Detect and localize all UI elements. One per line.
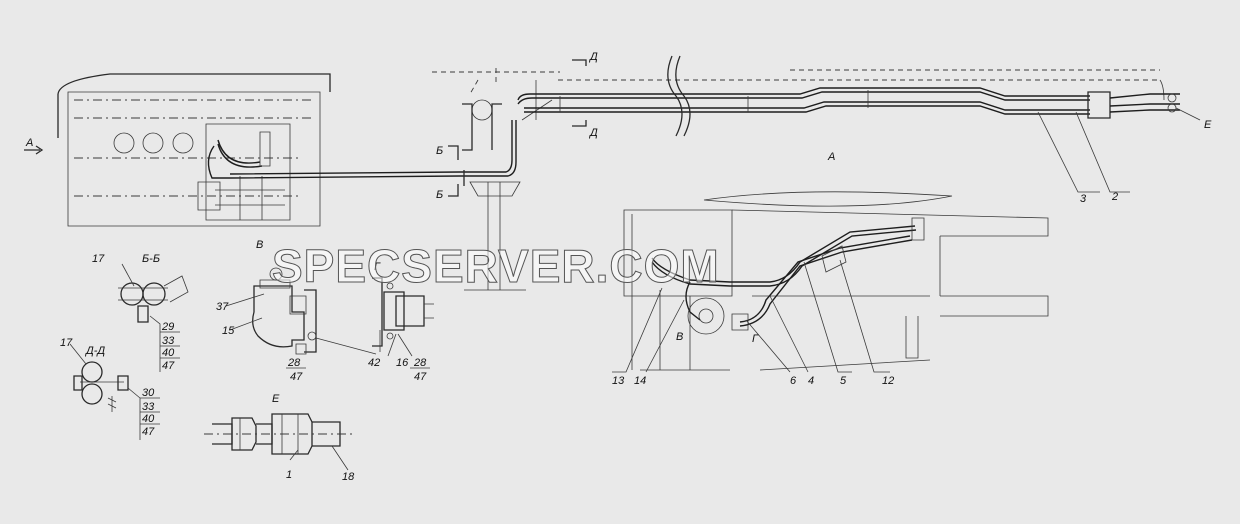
stack-g-2: 47 xyxy=(414,371,427,383)
section-dd-title: Д-Д xyxy=(84,345,105,357)
callout-28-v: 28 xyxy=(287,357,301,369)
section-dd-mark-top: Д xyxy=(588,51,598,63)
callout-1: 1 xyxy=(286,469,292,481)
view-v-title: В xyxy=(256,239,263,251)
callout-15: 15 xyxy=(222,325,235,337)
stack-dd-2: 33 xyxy=(142,401,155,413)
section-bb-mark-top: Б xyxy=(436,145,443,157)
callout-6: 6 xyxy=(790,375,797,387)
callout-5: 5 xyxy=(840,375,847,387)
labels: А А Б Б Д Д Б-Б Д-Д В Г Е Е В Г 1 2 3 4 … xyxy=(25,51,1212,483)
view-e xyxy=(204,413,352,455)
main-view xyxy=(24,55,1180,291)
callout-16: 16 xyxy=(396,357,409,369)
view-v xyxy=(252,267,377,355)
stack-dd-1: 30 xyxy=(142,387,155,399)
stack-dd-3: 40 xyxy=(142,413,155,425)
section-bb-mark-bottom: Б xyxy=(436,189,443,201)
callout-v: В xyxy=(676,331,683,343)
stack-bb-1: 29 xyxy=(161,321,174,333)
callout-12: 12 xyxy=(882,375,894,387)
callout-17-bb: 17 xyxy=(92,253,105,265)
section-bb-title: Б-Б xyxy=(142,253,160,265)
section-dd-mark-bottom: Д xyxy=(588,127,598,139)
callout-2: 2 xyxy=(1111,191,1118,203)
callout-4: 4 xyxy=(808,375,814,387)
view-e-title: Е xyxy=(272,393,280,405)
callout-13: 13 xyxy=(612,375,625,387)
callout-14: 14 xyxy=(634,375,646,387)
view-a-title: А xyxy=(827,151,835,163)
callout-18: 18 xyxy=(342,471,355,483)
callout-e: Е xyxy=(1204,119,1212,131)
view-g-title: Г xyxy=(374,261,381,273)
view-a-arrow-label: А xyxy=(25,137,33,149)
stack-bb-4: 47 xyxy=(162,360,175,372)
callout-3: 3 xyxy=(1080,193,1087,205)
callout-42: 42 xyxy=(368,357,380,369)
section-bb xyxy=(118,275,189,372)
view-a xyxy=(623,191,1049,371)
stack-bb-3: 40 xyxy=(162,347,175,359)
callout-17-dd: 17 xyxy=(60,337,73,349)
callout-g: Г xyxy=(752,333,759,345)
stack-dd-4: 47 xyxy=(142,426,155,438)
stack-v-2: 47 xyxy=(290,371,303,383)
callout-28-g: 28 xyxy=(413,357,427,369)
callout-37: 37 xyxy=(216,301,229,313)
watermark: SPECSERVER.COM xyxy=(272,240,720,292)
view-g xyxy=(372,277,434,352)
section-dd xyxy=(73,361,141,440)
stack-bb-2: 33 xyxy=(162,335,175,347)
leader-lines xyxy=(69,107,1201,471)
